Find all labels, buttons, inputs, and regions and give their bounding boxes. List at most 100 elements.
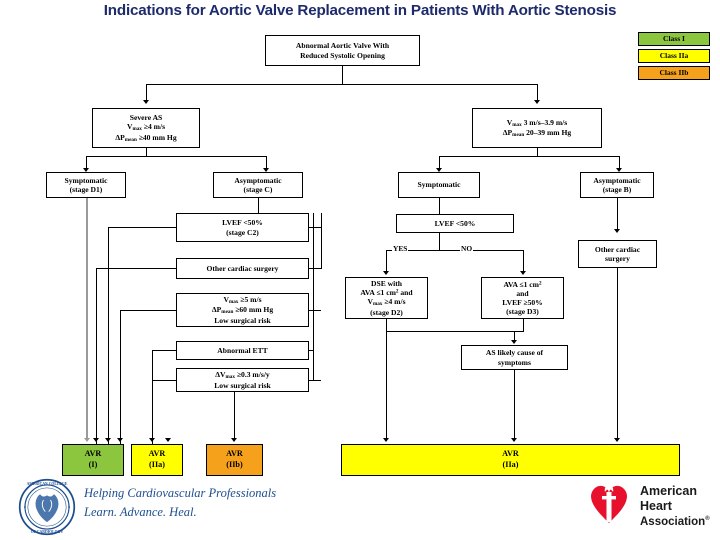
outcome-line: (IIb) xyxy=(226,460,243,469)
connector xyxy=(617,268,618,438)
node-line: symptoms xyxy=(498,357,531,367)
node-abnormal-ett: Abnormal ETT xyxy=(176,341,309,360)
connector xyxy=(439,198,440,214)
arrow-icon xyxy=(84,438,90,442)
connector xyxy=(152,350,176,351)
node-line: (stage B) xyxy=(602,185,632,194)
connector xyxy=(342,66,343,84)
connector xyxy=(537,148,538,156)
node-vmax-5: Vmax ≥5 m/s ΔPmean ≥60 mm Hg Low surgica… xyxy=(176,293,309,327)
node-line: Asymptomatic xyxy=(593,175,641,185)
outcome-line: (IIa) xyxy=(149,460,165,469)
connector xyxy=(514,370,515,438)
connector xyxy=(96,268,97,445)
arrow-icon xyxy=(614,229,620,233)
connector xyxy=(309,380,321,381)
arrow-icon xyxy=(231,438,237,442)
connector xyxy=(108,227,176,228)
arrow-icon xyxy=(263,168,269,172)
arrow-icon xyxy=(117,438,123,442)
connector xyxy=(258,198,259,213)
arrow-icon xyxy=(436,168,442,172)
acc-tagline: Helping Cardiovascular Professionals Lea… xyxy=(84,484,314,522)
node-line: Low surgical risk xyxy=(214,380,271,390)
arrow-icon xyxy=(534,100,540,104)
connector xyxy=(146,148,147,156)
node-line: Other cardiac xyxy=(594,244,641,254)
connector xyxy=(386,331,524,332)
aha-wordmark: American Heart Association® xyxy=(640,484,710,529)
node-asymptomatic-b: Asymptomatic (stage B) xyxy=(580,172,654,198)
node-line: ΔPmean ≥40 mm Hg xyxy=(115,132,177,143)
connector xyxy=(86,198,88,438)
svg-text:AMERICAN COLLEGE: AMERICAN COLLEGE xyxy=(27,482,68,486)
node-line: Severe AS xyxy=(129,112,163,122)
legend: Class I Class IIa Class IIb xyxy=(638,32,710,83)
node-line: LVEF <50% xyxy=(434,218,476,228)
aha-line1: American xyxy=(640,484,697,498)
connector xyxy=(309,268,321,269)
arrow-icon xyxy=(511,438,517,442)
connector xyxy=(152,380,176,381)
connector xyxy=(120,310,121,445)
connector xyxy=(234,392,235,438)
connector xyxy=(152,380,153,445)
connector xyxy=(386,250,523,251)
aha-registered-mark: ® xyxy=(705,515,710,522)
connector xyxy=(523,250,524,272)
node-ava-lvef: AVA ≤1 cm2 and LVEF ≥50% (stage D3) xyxy=(481,277,564,319)
arrow-icon xyxy=(616,168,622,172)
connector xyxy=(86,156,87,168)
svg-text:OF CARDIOLOGY: OF CARDIOLOGY xyxy=(31,530,64,534)
outcome-avr-class-iia-left: AVR (IIa) xyxy=(131,444,183,476)
node-line: ΔPmean 20–39 mm Hg xyxy=(502,128,572,139)
connector xyxy=(146,84,538,85)
legend-item-class-i: Class I xyxy=(638,32,710,46)
node-line: and xyxy=(516,288,529,298)
node-line: Abnormal ETT xyxy=(217,345,268,355)
legend-item-class-iib: Class IIb xyxy=(638,66,710,80)
aha-line3: Association xyxy=(640,515,706,528)
connector xyxy=(96,268,176,269)
node-delta-vmax: ΔVmax ≥0.3 m/s/y Low surgical risk xyxy=(176,368,309,392)
node-line: Symptomatic xyxy=(64,175,108,185)
arrow-icon xyxy=(383,438,389,442)
connector xyxy=(309,310,321,311)
arrow-icon xyxy=(520,271,526,275)
node-severe-as: Severe AS Vmax ≥4 m/s ΔPmean ≥40 mm Hg xyxy=(92,108,200,148)
connector xyxy=(537,84,538,100)
node-lvef50: LVEF <50% xyxy=(396,214,514,233)
outcome-line: AVR xyxy=(84,449,102,459)
node-symptomatic: Symptomatic xyxy=(398,172,480,198)
outcome-line: AVR xyxy=(148,449,166,459)
node-line: Other cardiac surgery xyxy=(206,263,279,273)
node-line: (stage C2) xyxy=(226,227,259,237)
connector xyxy=(321,213,322,269)
node-line: surgery xyxy=(605,254,630,263)
connector xyxy=(514,331,515,341)
connector xyxy=(386,250,387,272)
arrow-icon xyxy=(83,168,89,172)
arrow-icon xyxy=(511,340,517,344)
node-line: LVEF ≥50% xyxy=(502,298,543,307)
connector xyxy=(523,319,524,331)
node-line: Low surgical risk xyxy=(214,315,271,325)
node-line: Reduced Systolic Opening xyxy=(300,50,385,60)
outcome-avr-class-iib: AVR (IIb) xyxy=(206,444,263,476)
legend-item-class-iia: Class IIa xyxy=(638,49,710,63)
node-line: Symptomatic xyxy=(417,180,461,190)
connector xyxy=(313,213,314,381)
node-line: ΔPmean ≥60 mm Hg xyxy=(211,305,274,316)
node-other-cardiac-surgery-mid: Other cardiac surgery xyxy=(176,258,309,279)
connector xyxy=(108,227,109,445)
connector xyxy=(309,227,321,228)
acc-tagline-line2: Learn. Advance. Heal. xyxy=(84,504,197,519)
connector xyxy=(617,198,618,229)
connector xyxy=(146,84,147,100)
node-line: LVEF <50% xyxy=(222,218,263,228)
node-asymptomatic-c: Asymptomatic (stage C) xyxy=(213,172,303,198)
connector xyxy=(439,233,440,250)
page-title: Indications for Aortic Valve Replacement… xyxy=(103,2,617,19)
outcome-line: AVR xyxy=(226,449,243,459)
